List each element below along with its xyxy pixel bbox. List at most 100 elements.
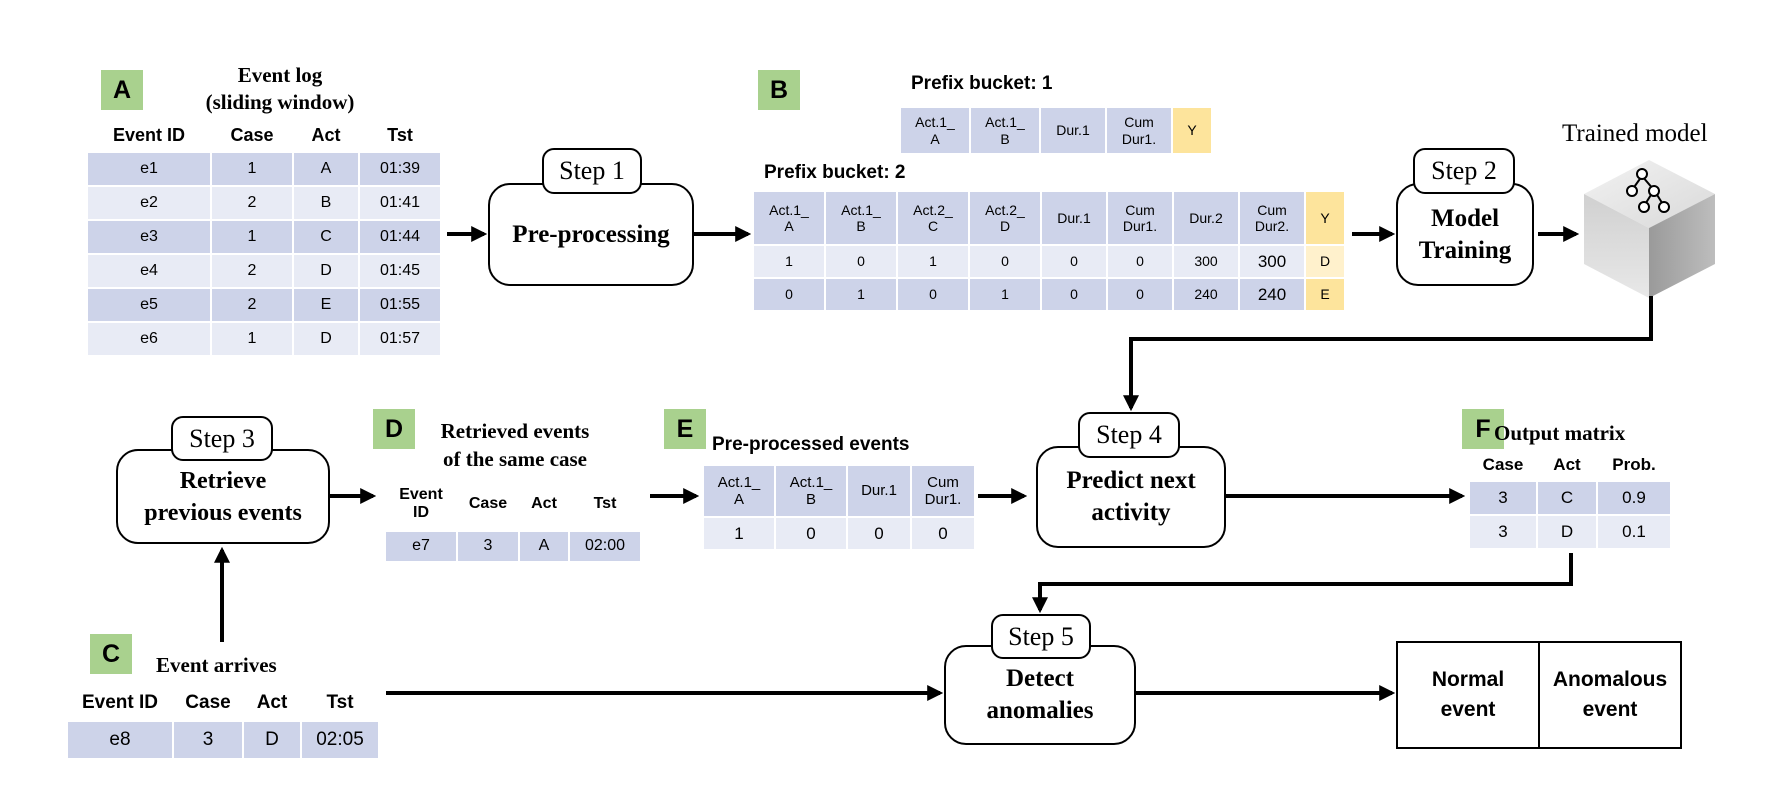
table-row: 1 0 1 0 0 0 300 300 D [754, 246, 1344, 277]
cell: 2 [212, 255, 292, 287]
retrieved-title-line2: of the same case [442, 447, 588, 471]
prefix-bucket-2-table: Act.1_ A Act.1_ B Act.2_ C Act.2_ D Dur.… [752, 190, 1346, 312]
cell: 01:45 [360, 255, 440, 287]
cell: 01:39 [360, 153, 440, 185]
cell: 1 [212, 221, 292, 253]
bucket1-header: Act.1_ B [971, 108, 1039, 153]
header-case: Case [468, 494, 508, 512]
pre-processed-events-title: Pre-processed events [712, 434, 910, 455]
step3-tag: Step 3 [171, 416, 273, 461]
pre-processed-events-table: Act.1_ A Act.1_ B Dur.1 Cum Dur1. 1 0 0 … [702, 464, 976, 551]
predict-next-activity-box: Predict next activity [1036, 446, 1226, 548]
table-header-row: Act.1_ A Act.1_ B Dur.1 Cum Dur1. Y [901, 108, 1211, 153]
retrieve-label-line2: previous events [144, 499, 302, 526]
event-log-title-line2: (sliding window) [205, 90, 355, 114]
step4-tag: Step 4 [1078, 412, 1180, 458]
cell: 01:55 [360, 289, 440, 321]
cell: 1 [212, 153, 292, 185]
table-header-row: Event ID Case Act Tst [386, 478, 640, 530]
cell: 0 [898, 279, 968, 310]
cell: 240 [1174, 279, 1238, 310]
cell: 2 [212, 187, 292, 219]
cell: 3 [1470, 516, 1536, 548]
cell: 0 [848, 518, 910, 549]
cell: D [294, 255, 358, 287]
cell: 0 [970, 246, 1040, 277]
pre-processing-label: Pre-processing [512, 220, 670, 248]
header-tst: Tst [593, 494, 617, 512]
cell: A [520, 532, 568, 561]
bucket1-header: Act.1_ A [901, 108, 969, 153]
e-header: Cum Dur1. [912, 466, 974, 516]
cell: 01:57 [360, 323, 440, 355]
cell: 300 [1240, 246, 1304, 277]
header-act: Act [531, 494, 557, 512]
cell: e6 [88, 323, 210, 355]
cell: 1 [826, 279, 896, 310]
e-header: Dur.1 [848, 466, 910, 516]
trained-model-cube-icon [1584, 160, 1715, 298]
cell: 01:41 [360, 187, 440, 219]
cell: 02:00 [570, 532, 640, 561]
arrow-model-to-step4 [1123, 296, 1653, 412]
output-matrix-title: Output matrix [1494, 421, 1626, 445]
arrow-f-to-step5 [1032, 553, 1573, 614]
cell: e3 [88, 221, 210, 253]
predict-label-line2: activity [1091, 499, 1171, 526]
cell: 3 [1470, 482, 1536, 514]
header-event-id: Event ID [399, 485, 443, 521]
header-case: Case [230, 124, 274, 145]
header-event-id: Event ID [112, 124, 186, 145]
detect-label-line1: Detect [1005, 665, 1074, 692]
cell: 1 [704, 518, 774, 549]
cell: e2 [88, 187, 210, 219]
table-row: e4 2 D 01:45 [88, 255, 440, 287]
step2-tag: Step 2 [1413, 148, 1515, 194]
trained-model-label: Trained model [1562, 120, 1708, 147]
table-row: e7 3 A 02:00 [386, 532, 640, 561]
cell: C [294, 221, 358, 253]
cell: e1 [88, 153, 210, 185]
event-arrives-title: Event arrives [156, 653, 277, 677]
badge-a: A [101, 70, 143, 110]
cell: 1 [212, 323, 292, 355]
cell: 01:44 [360, 221, 440, 253]
cell: 0 [754, 279, 824, 310]
cell: e8 [68, 722, 172, 758]
cell: 300 [1174, 246, 1238, 277]
outcome-box: Normal event Anomalous event [1396, 641, 1682, 749]
header-act: Act [311, 124, 341, 145]
table-row: e3 1 C 01:44 [88, 221, 440, 253]
bucket2-header-y: Y [1306, 192, 1344, 244]
table-row: e5 2 E 01:55 [88, 289, 440, 321]
badge-f: F [1462, 409, 1504, 449]
table-header-row: Event ID Case Act Tst [88, 119, 440, 151]
bucket2-header: Act.2_ D [970, 192, 1040, 244]
table-row: e2 2 B 01:41 [88, 187, 440, 219]
bucket2-header: Act.1_ A [754, 192, 824, 244]
table-row: 0 1 0 1 0 0 240 240 E [754, 279, 1344, 310]
cell: D [244, 722, 300, 758]
cell: 3 [458, 532, 518, 561]
e-header: Act.1_ B [776, 466, 846, 516]
cell: D [294, 323, 358, 355]
normal-event-label: Normal event [1398, 643, 1540, 747]
cell: 1 [970, 279, 1040, 310]
table-row: e6 1 D 01:57 [88, 323, 440, 355]
cell: 0 [826, 246, 896, 277]
cell: 02:05 [302, 722, 378, 758]
cell-label: D [1306, 246, 1344, 277]
table-row: 1 0 0 0 [704, 518, 974, 549]
cell: 0 [1108, 279, 1172, 310]
table-header-row: Event ID Case Act Tst [68, 686, 378, 720]
header-tst: Tst [387, 124, 413, 145]
table-header-row: Case Act Prob. [1470, 450, 1670, 480]
retrieve-label-line1: Retrieve [179, 467, 267, 494]
bucket1-header-y: Y [1173, 108, 1211, 153]
table-header-row: Act.1_ A Act.1_ B Act.2_ C Act.2_ D Dur.… [754, 192, 1344, 244]
cell: 1 [898, 246, 968, 277]
header-act: Act [256, 692, 288, 714]
cell-label: E [1306, 279, 1344, 310]
